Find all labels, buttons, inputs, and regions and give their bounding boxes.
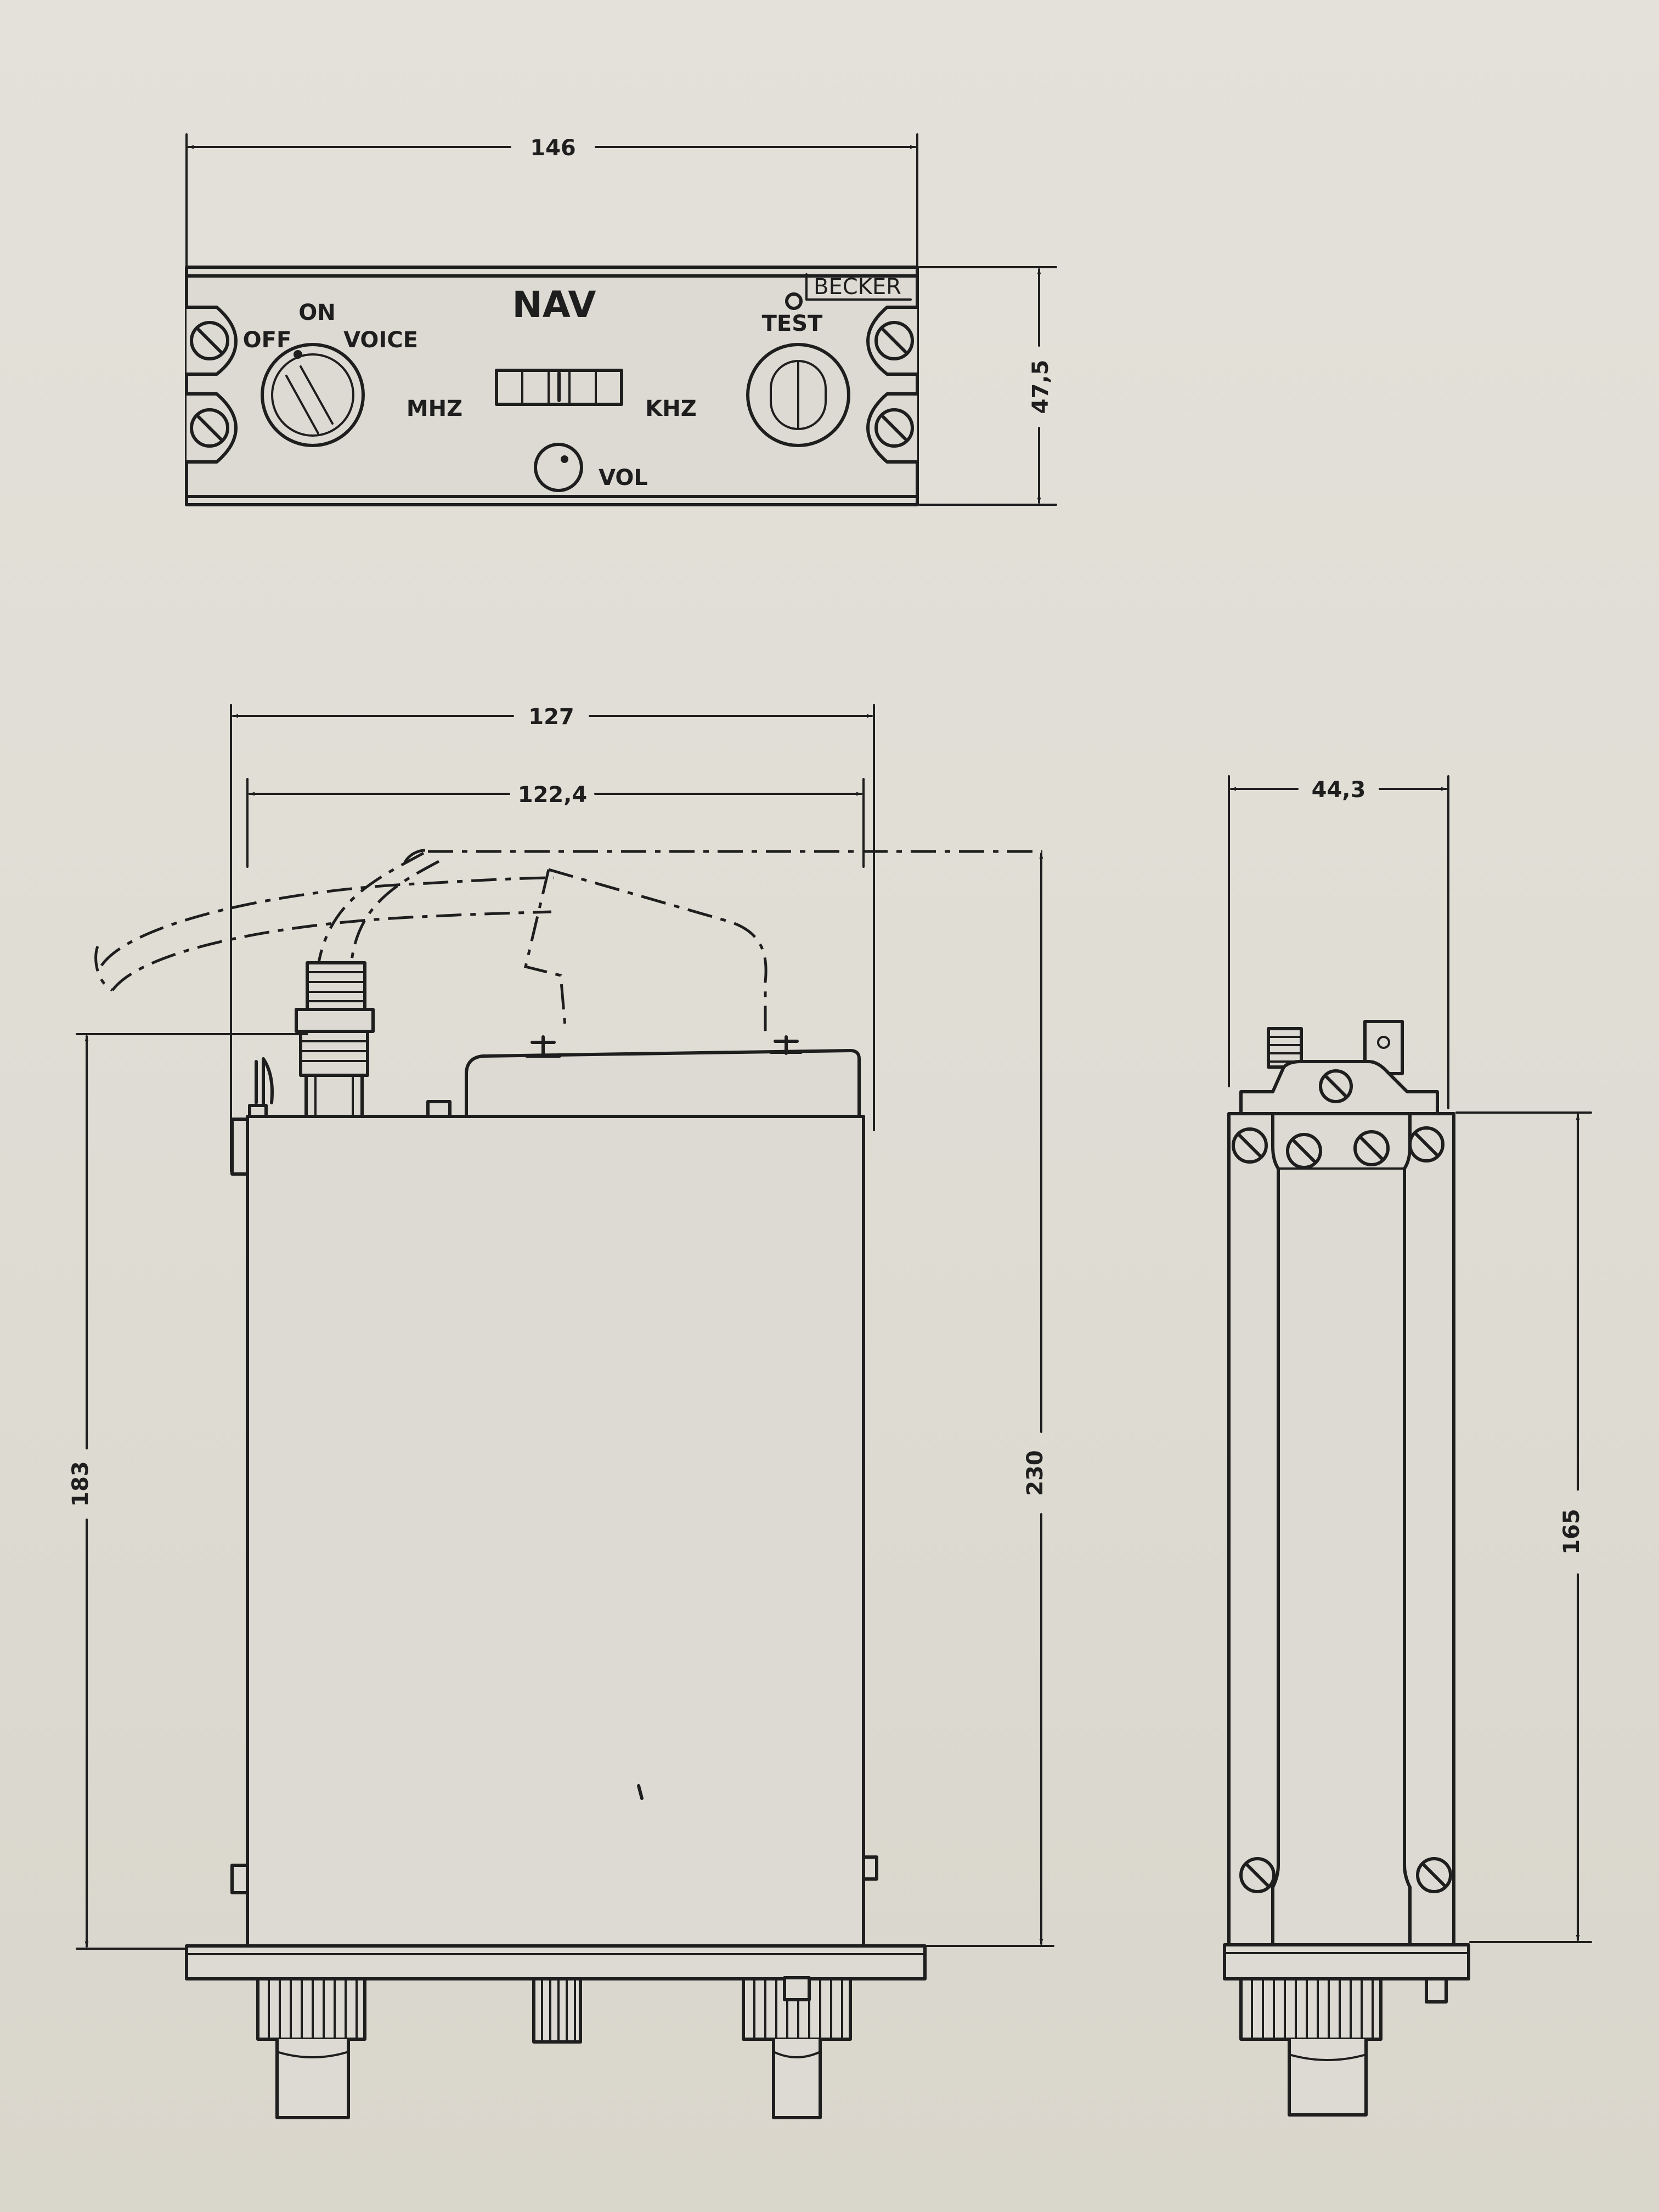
main-unit-view: 127 122,4 <box>68 704 1054 2119</box>
mhz-label: MHZ <box>407 396 462 421</box>
dim-label-body-width-outer: 127 <box>528 704 574 730</box>
voice-label: VOICE <box>343 328 418 353</box>
top-housing <box>465 1049 861 1118</box>
khz-knob-icon <box>746 343 850 447</box>
screw-icon <box>1408 1126 1444 1163</box>
screw-icon <box>874 408 914 448</box>
screw-icon <box>1286 1133 1322 1169</box>
screw-icon <box>1319 1069 1353 1103</box>
dim-label-body-width-inner: 122,4 <box>518 782 588 808</box>
front-panel-view: 146 <box>185 133 1057 506</box>
khz-label: KHZ <box>645 396 696 421</box>
vol-label: VOL <box>599 465 648 490</box>
knob-icon <box>256 1977 366 2119</box>
test-indicator-icon <box>785 292 803 310</box>
screw-icon <box>1416 1857 1452 1893</box>
frequency-display <box>495 369 623 406</box>
mounting-plate <box>185 1944 927 1980</box>
screw-icon <box>1353 1130 1390 1166</box>
unit-body <box>246 1115 865 1948</box>
narrow-side-view: 44,3 <box>1223 775 1592 2117</box>
off-label: OFF <box>243 328 292 353</box>
dim-label-panel-height: 47,5 <box>1028 360 1053 414</box>
dim-label-height-overall: 230 <box>1023 1450 1048 1496</box>
screw-icon <box>190 321 229 360</box>
dim-label-side-depth: 44,3 <box>1312 777 1366 803</box>
clamp-icon <box>769 1035 803 1055</box>
knob-icon <box>1239 1977 1448 2117</box>
side-mounting-plate <box>1223 1943 1470 1980</box>
dim-label-height-side: 165 <box>1559 1509 1584 1555</box>
test-label: TEST <box>762 311 823 336</box>
brand-label: BECKER <box>814 274 901 300</box>
knob-icon <box>742 1976 852 2119</box>
dim-label-height-left: 183 <box>68 1461 93 1507</box>
screw-icon <box>190 408 229 448</box>
volume-knob-icon <box>534 443 583 492</box>
screw-icon <box>1239 1857 1276 1893</box>
nav-title: NAV <box>512 284 596 326</box>
screw-icon <box>874 321 914 360</box>
cable-connector-icon <box>295 961 375 1118</box>
on-label: ON <box>298 300 335 325</box>
knob-icon <box>532 1977 582 2044</box>
screw-icon <box>1232 1127 1268 1164</box>
mhz-knob-icon <box>261 343 365 447</box>
dim-label-panel-width: 146 <box>530 136 576 161</box>
clamp-icon <box>525 1035 561 1058</box>
